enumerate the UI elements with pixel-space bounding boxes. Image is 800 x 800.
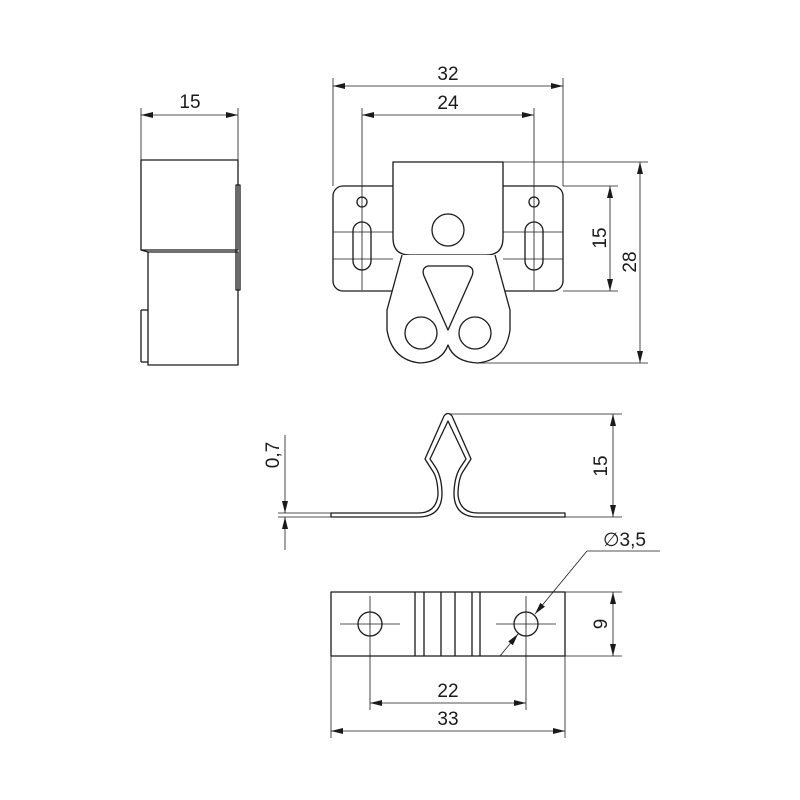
- strike-hole-spacing-dimension: 22: [437, 681, 458, 702]
- thickness-dimension: 0,7: [263, 442, 284, 468]
- hole-spacing-dimension: 24: [437, 93, 459, 114]
- overall-height-dimension: 28: [620, 251, 641, 272]
- strike-plate-view: 22 33 9 ∅3,5: [330, 530, 660, 738]
- hole-diameter-dimension: ∅3,5: [603, 530, 646, 551]
- profile-view: 15 0,7: [263, 412, 622, 550]
- plate-height-dimension: 15: [590, 227, 611, 248]
- overall-width-dimension: 32: [437, 64, 458, 85]
- front-view: 32 24 15 28: [332, 64, 648, 364]
- side-view: 15: [140, 92, 241, 366]
- profile-height-dimension: 15: [591, 455, 612, 476]
- strike-width-dimension: 33: [437, 709, 458, 730]
- strike-height-dimension: 9: [591, 619, 612, 630]
- side-width-dimension: 15: [179, 92, 200, 113]
